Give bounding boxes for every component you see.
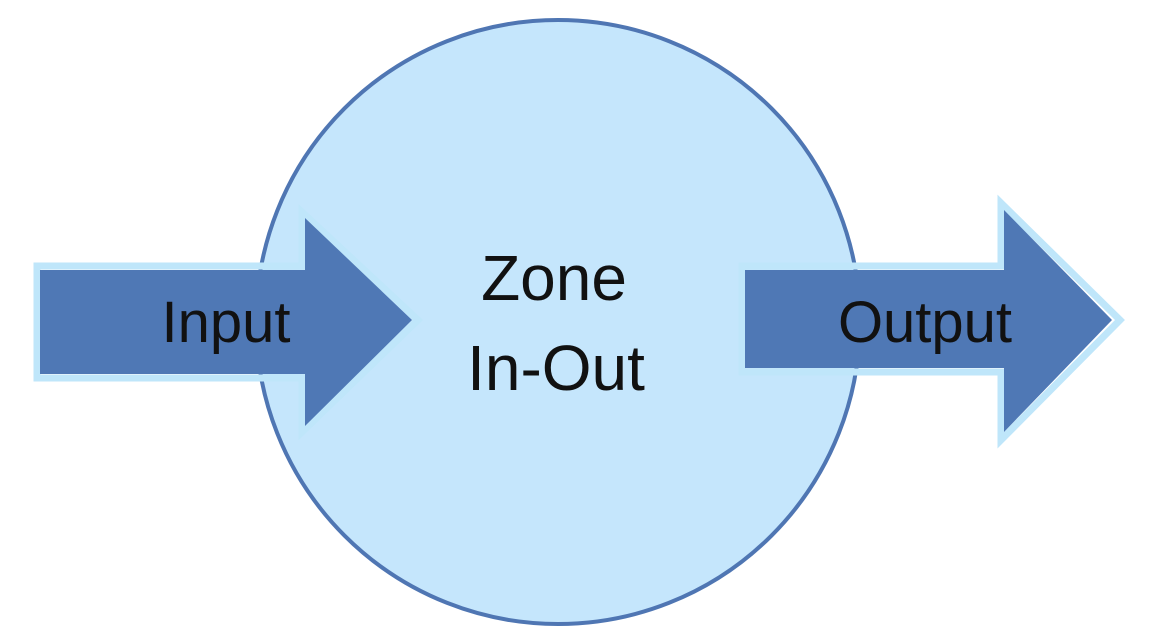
input-arrow [40, 218, 412, 426]
output-label: Output [838, 290, 1012, 355]
zone-title-line-1: Zone [481, 242, 627, 314]
output-arrow [745, 210, 1112, 432]
output-arrow-glow [738, 194, 1125, 449]
zone-title-line-2: In-Out [467, 332, 645, 404]
input-arrow-glow [33, 203, 424, 441]
input-label: Input [162, 290, 291, 355]
